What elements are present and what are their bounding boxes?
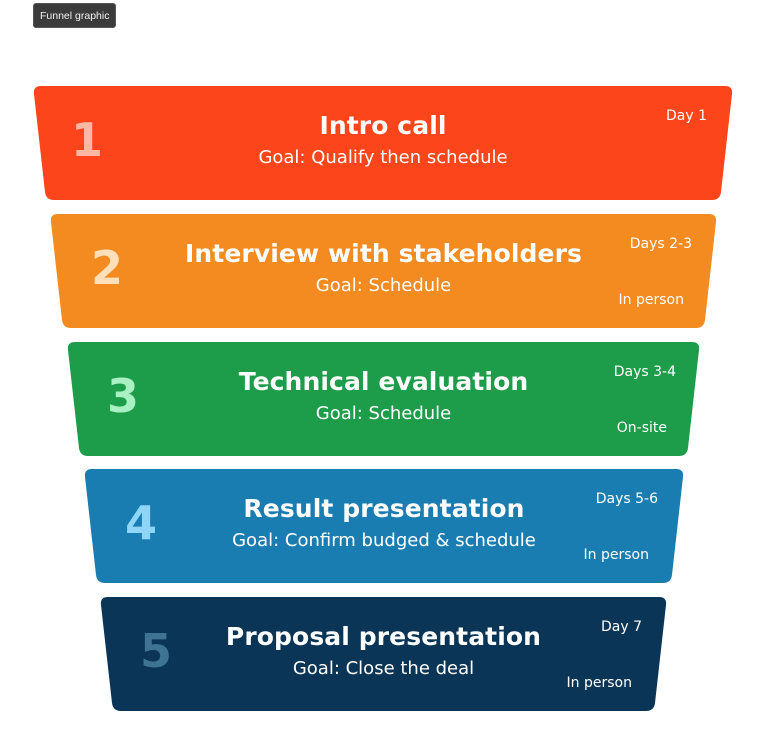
- stage-title: Technical evaluation: [238, 367, 529, 396]
- stage-days: Days 2-3: [629, 236, 692, 252]
- stage-goal: Goal: Qualify then schedule: [258, 147, 508, 168]
- tooltip: Funnel graphic: [33, 3, 117, 28]
- stage-goal: Goal: Confirm budged & schedule: [232, 530, 536, 551]
- funnel-stage-2[interactable]: 2 Interview with stakeholders Goal: Sche…: [50, 214, 717, 328]
- stage-title: Intro call: [319, 111, 447, 140]
- stage-shape: [67, 342, 700, 456]
- stage-days: Days 5-6: [595, 491, 658, 507]
- stage-days: Day 7: [600, 619, 642, 635]
- stage-title: Interview with stakeholders: [185, 239, 582, 268]
- stage-mode: In person: [618, 292, 684, 308]
- stage-title: Proposal presentation: [225, 622, 542, 651]
- funnel-stage-4[interactable]: 4 Result presentation Goal: Confirm budg…: [84, 469, 684, 583]
- stage-goal: Goal: Schedule: [315, 275, 452, 296]
- stage-mode: In person: [566, 675, 632, 691]
- stage-goal: Goal: Schedule: [315, 403, 452, 424]
- stage-mode: In person: [583, 547, 649, 563]
- stage-number: 1: [71, 113, 104, 167]
- stage-days: Days 3-4: [613, 364, 676, 380]
- stage-mode: On-site: [616, 420, 667, 436]
- stage-number: 3: [107, 369, 140, 423]
- stage-number: 2: [91, 241, 124, 295]
- stage-shape: [100, 597, 667, 711]
- stage-number: 4: [125, 496, 158, 550]
- funnel-stage-5[interactable]: 5 Proposal presentation Goal: Close the …: [100, 597, 667, 711]
- stage-days: Day 1: [665, 108, 707, 124]
- stage-shape: [84, 469, 684, 583]
- funnel-stage-3[interactable]: 3 Technical evaluation Goal: Schedule Da…: [67, 342, 700, 456]
- stage-number: 5: [140, 624, 173, 678]
- funnel-stage-1[interactable]: 1 Intro call Goal: Qualify then schedule…: [33, 86, 733, 200]
- stage-shape: [50, 214, 717, 328]
- stage-shape: [33, 86, 733, 200]
- stage-goal: Goal: Close the deal: [292, 658, 475, 679]
- stage-title: Result presentation: [243, 494, 525, 523]
